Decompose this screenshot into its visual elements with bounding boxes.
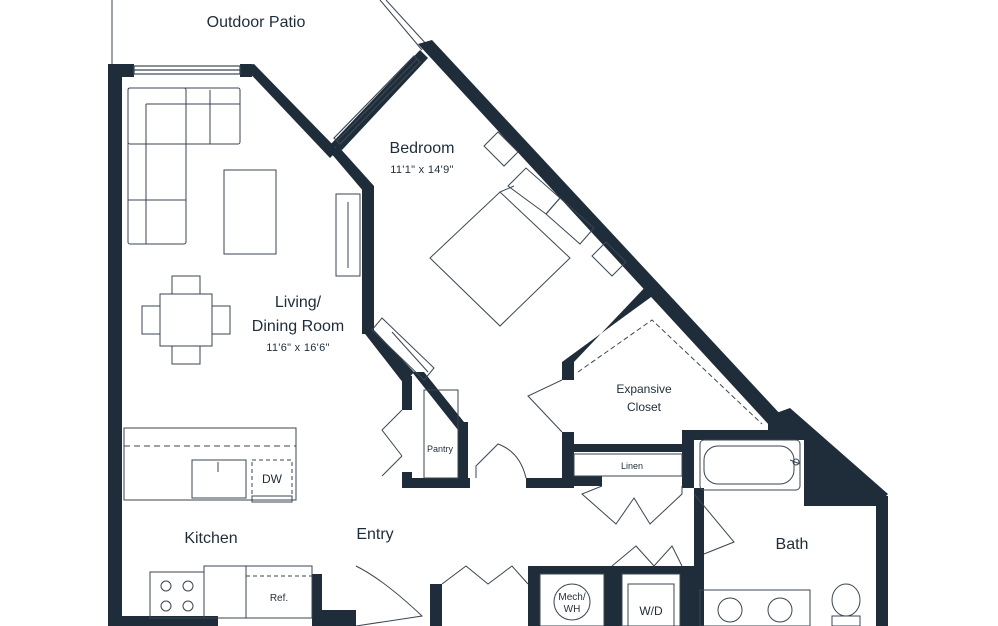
linen-label: Linen [620, 461, 644, 471]
entry-label: Entry [356, 526, 394, 543]
mech-wh-label-line2: WH [563, 604, 581, 615]
pantry-label: Pantry [426, 444, 454, 454]
faucet-marks [789, 458, 801, 466]
furniture [123, 87, 861, 626]
mech-wh-label-line1: Mech/ [558, 592, 586, 603]
outdoor-patio-label: Outdoor Patio [206, 14, 306, 31]
bedroom-dims: 11'1" x 14'9" [390, 164, 454, 176]
patio-edges [111, 0, 429, 64]
bedroom-label: Bedroom [389, 140, 455, 157]
bath-label: Bath [775, 536, 809, 553]
living-dims: 11'6" x 16'6" [266, 342, 330, 354]
refrigerator-label: Ref. [269, 593, 289, 604]
kitchen-label: Kitchen [184, 530, 238, 547]
closet-label-line1: Expansive [616, 382, 672, 396]
windows [133, 55, 421, 145]
dishwasher-label: DW [262, 472, 282, 486]
walls [108, 40, 888, 626]
closet-label-line2: Closet [626, 400, 662, 414]
washer-dryer-label: W/D [639, 604, 663, 618]
living-label-line2: Dining Room [251, 318, 345, 335]
living-label-line1: Living/ [274, 294, 322, 311]
door-swings [355, 379, 735, 626]
